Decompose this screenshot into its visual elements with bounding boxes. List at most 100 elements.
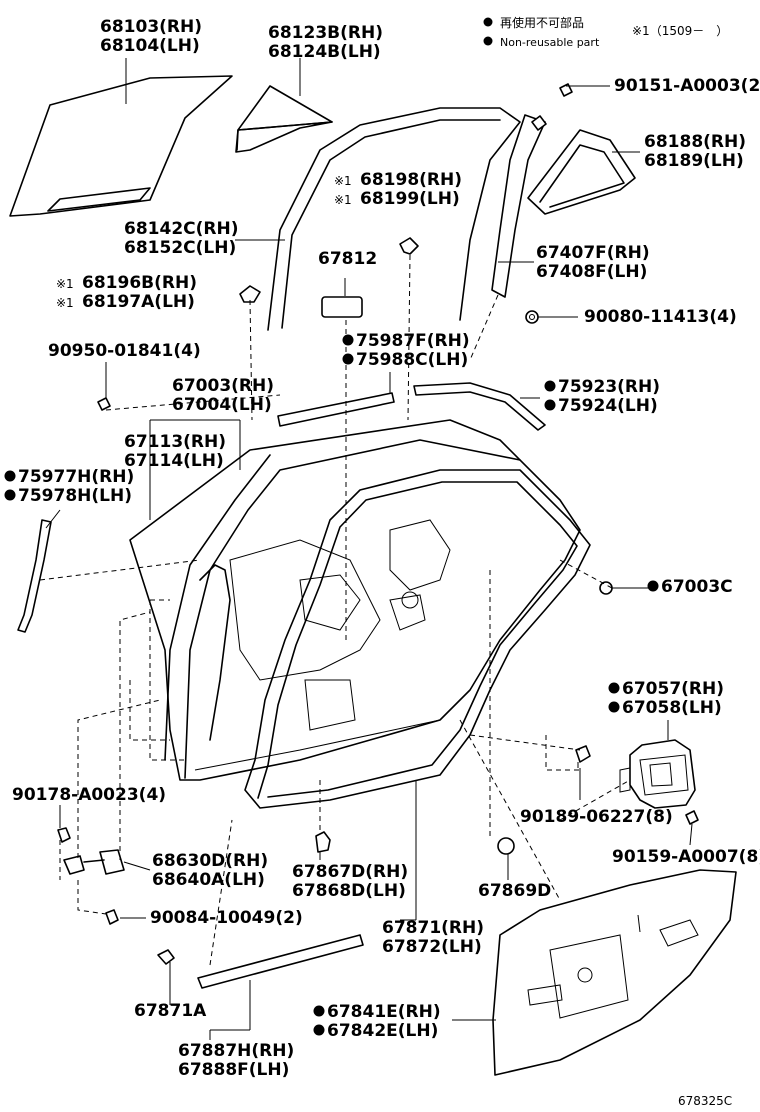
label-67887h: 67887H(RH) bbox=[178, 1041, 294, 1061]
legend: 再使用不可部品 Non-reusable part ※1（1509－ ） bbox=[483, 15, 728, 49]
label-67872: 67872(LH) bbox=[382, 937, 482, 957]
label-67888f: 67888F(LH) bbox=[178, 1060, 289, 1080]
non-reusable-dot-icon bbox=[647, 580, 659, 592]
label-68103: 68103(RH) bbox=[100, 17, 202, 37]
non-reusable-dot-icon bbox=[608, 701, 620, 713]
label-68198: 68198(RH) bbox=[360, 170, 462, 190]
label-67114: 67114(LH) bbox=[124, 451, 224, 471]
label-68640a: 68640A(LH) bbox=[152, 870, 265, 890]
non-reusable-dot-icon bbox=[4, 470, 16, 482]
moulding-75987 bbox=[277, 392, 395, 427]
label-90189: 90189-06227(8) bbox=[520, 807, 673, 827]
label-67113: 67113(RH) bbox=[124, 432, 226, 452]
label-67004: 67004(LH) bbox=[172, 395, 272, 415]
label-67407f: 67407F(RH) bbox=[536, 243, 650, 263]
label-67408f: 67408F(LH) bbox=[536, 262, 647, 282]
window-frame-run bbox=[267, 107, 521, 331]
rear-door-panel bbox=[129, 419, 581, 781]
label-67867d: 67867D(RH) bbox=[292, 862, 408, 882]
clip-90151 bbox=[531, 83, 573, 131]
ref-mark: ※1 bbox=[56, 277, 74, 291]
dashed-lines bbox=[39, 254, 631, 966]
non-reusable-dot-icon bbox=[483, 17, 493, 27]
label-90178: 90178-A0023(4) bbox=[12, 785, 166, 805]
non-reusable-dot-icon bbox=[342, 334, 354, 346]
label-90950: 90950-01841(4) bbox=[48, 341, 201, 361]
ref-mark: ※1 bbox=[334, 193, 352, 207]
label-67841e: 67841E(RH) bbox=[327, 1002, 441, 1022]
label-68142c: 68142C(RH) bbox=[124, 219, 238, 239]
non-reusable-dot-icon bbox=[342, 353, 354, 365]
leader-lines bbox=[45, 58, 693, 1040]
legend-en-label: Non-reusable part bbox=[500, 36, 600, 49]
clip-67871a bbox=[157, 949, 175, 965]
label-67869d: 67869D bbox=[478, 881, 551, 901]
label-75923: 75923(RH) bbox=[558, 377, 660, 397]
non-reusable-dot-icon bbox=[313, 1005, 325, 1017]
label-68189: 68189(LH) bbox=[644, 151, 744, 171]
non-reusable-dot-icon bbox=[313, 1024, 325, 1036]
division-bar bbox=[491, 114, 546, 298]
label-67868d: 67868D(LH) bbox=[292, 881, 406, 901]
non-reusable-dot-icon bbox=[544, 380, 556, 392]
label-75988c: 75988C(LH) bbox=[356, 350, 468, 370]
service-hole-cover bbox=[492, 869, 737, 1076]
label-67812: 67812 bbox=[318, 249, 377, 269]
label-67003: 67003(RH) bbox=[172, 376, 274, 396]
label-67057: 67057(RH) bbox=[622, 679, 724, 699]
screw-90159 bbox=[685, 810, 699, 825]
legend-note: ※1（1509－ ） bbox=[632, 24, 728, 38]
label-75977h: 75977H(RH) bbox=[18, 467, 134, 487]
label-90080: 90080-11413(4) bbox=[584, 307, 737, 327]
part-labels: 68103(RH) 68104(LH) 68123B(RH) 68124B(LH… bbox=[4, 17, 760, 1108]
non-reusable-dot-icon bbox=[4, 489, 16, 501]
moulding-75923 bbox=[413, 382, 546, 431]
clip-67003c bbox=[599, 581, 613, 595]
label-68199: 68199(LH) bbox=[360, 189, 460, 209]
legend-jp-label: 再使用不可部品 bbox=[500, 15, 584, 30]
door-glass-front bbox=[9, 75, 233, 217]
label-68124b: 68124B(LH) bbox=[268, 42, 381, 62]
clip-90950 bbox=[97, 397, 111, 411]
label-68630d: 68630D(RH) bbox=[152, 851, 268, 871]
label-90151: 90151-A0003(2) bbox=[614, 76, 760, 96]
label-68123b: 68123B(RH) bbox=[268, 23, 383, 43]
door-lock-assembly bbox=[619, 739, 696, 809]
diagram-code: 678325C bbox=[678, 1094, 732, 1108]
label-75978h: 75978H(LH) bbox=[18, 486, 132, 506]
clip-68196 bbox=[239, 285, 261, 303]
label-75987f: 75987F(RH) bbox=[356, 331, 470, 351]
bolt-90084 bbox=[105, 909, 119, 925]
moulding-75977 bbox=[17, 519, 52, 633]
label-68104: 68104(LH) bbox=[100, 36, 200, 56]
non-reusable-dot-icon bbox=[544, 399, 556, 411]
quarter-glass-rear bbox=[527, 129, 636, 215]
bolt-90080 bbox=[525, 310, 539, 324]
door-hinge bbox=[63, 849, 125, 875]
label-68188: 68188(RH) bbox=[644, 132, 746, 152]
label-67871a: 67871A bbox=[134, 1001, 207, 1021]
weatherstrip-lower-67887 bbox=[197, 934, 364, 989]
label-68197a: 68197A(LH) bbox=[82, 292, 195, 312]
clip-67869 bbox=[497, 837, 515, 855]
label-68152c: 68152C(LH) bbox=[124, 238, 236, 258]
ref-mark: ※1 bbox=[334, 174, 352, 188]
quarter-window-glass bbox=[235, 85, 333, 153]
label-67842e: 67842E(LH) bbox=[327, 1021, 438, 1041]
label-67003c: 67003C bbox=[661, 577, 733, 597]
label-68196b: 68196B(RH) bbox=[82, 273, 197, 293]
label-67871: 67871(RH) bbox=[382, 918, 484, 938]
label-90084: 90084-10049(2) bbox=[150, 908, 303, 928]
non-reusable-dot-icon bbox=[483, 36, 493, 46]
bolt-90178 bbox=[57, 827, 71, 843]
clip-67867 bbox=[315, 831, 331, 853]
ref-mark: ※1 bbox=[56, 296, 74, 310]
label-75924: 75924(LH) bbox=[558, 396, 658, 416]
clip-68198 bbox=[399, 237, 419, 255]
pad-67812 bbox=[321, 296, 363, 318]
door-weatherstrip bbox=[244, 469, 591, 809]
non-reusable-dot-icon bbox=[608, 682, 620, 694]
label-67058: 67058(LH) bbox=[622, 698, 722, 718]
label-90159: 90159-A0007(8) bbox=[612, 847, 760, 867]
